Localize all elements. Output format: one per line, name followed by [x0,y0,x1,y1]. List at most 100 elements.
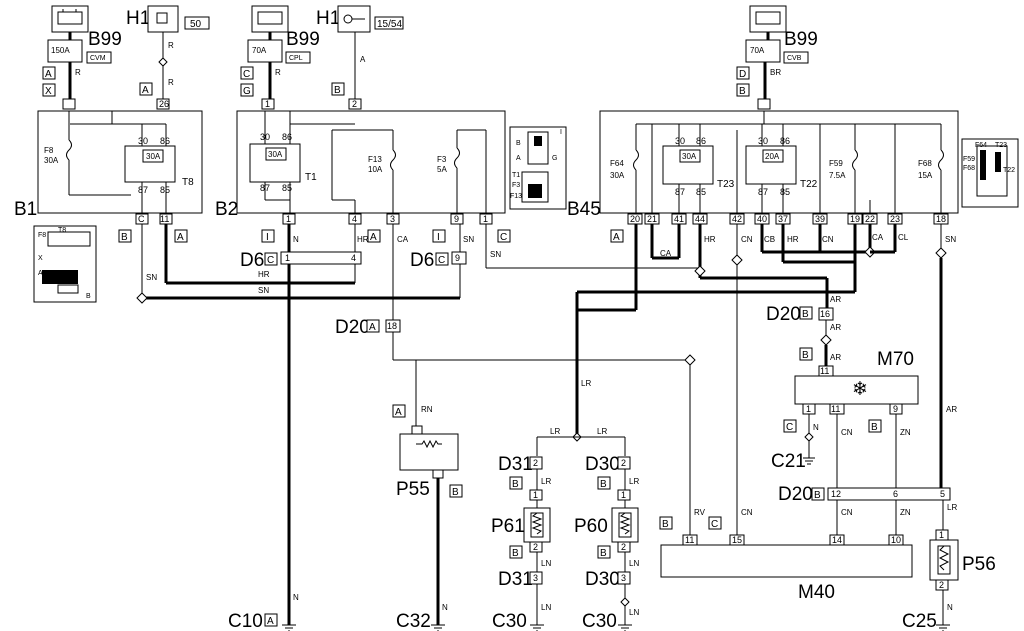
svg-text:26: 26 [159,99,169,109]
svg-text:LR: LR [629,477,639,486]
svg-text:CN: CN [741,508,753,517]
svg-text:3: 3 [390,214,395,224]
ground-icon [282,624,296,631]
fuse-box-b99-1 [47,39,83,63]
component-label: P56 [962,554,996,575]
svg-text:86: 86 [696,136,706,146]
component-label: D20 [778,484,813,505]
svg-text:3: 3 [533,573,538,583]
svg-text:SN: SN [490,250,501,259]
svg-text:B: B [802,350,809,361]
svg-text:HR: HR [787,235,799,244]
svg-text:F64: F64 [975,142,987,149]
svg-text:F13: F13 [368,155,382,164]
svg-text:A: A [38,270,43,277]
svg-text:RN: RN [421,405,433,414]
svg-text:5: 5 [940,489,945,499]
svg-text:44: 44 [695,214,705,224]
svg-text:B: B [662,519,669,530]
svg-text:R: R [275,68,281,77]
svg-text:1: 1 [483,214,488,224]
svg-text:LR: LR [541,477,551,486]
component-label: B2 [215,199,238,220]
svg-text:20A: 20A [765,152,780,161]
svg-text:6: 6 [893,489,898,499]
svg-text:RV: RV [694,508,706,517]
component-label: D20 [766,304,801,325]
component-label: D6 [240,250,264,271]
svg-text:87: 87 [675,187,685,197]
svg-text:B: B [600,479,607,490]
svg-text:ZN: ZN [900,428,911,437]
svg-text:18: 18 [387,321,397,331]
svg-text:20: 20 [630,214,640,224]
component-label: M40 [798,582,835,603]
control-unit-m40 [660,544,913,578]
svg-text:86: 86 [160,136,170,146]
svg-text:B: B [739,86,746,97]
svg-text:B: B [871,422,878,433]
svg-text:A: A [369,322,376,333]
sensor-p55 [399,433,459,471]
svg-text:CB: CB [764,235,775,244]
svg-text:40: 40 [757,214,767,224]
component-label: B1 [14,199,37,220]
svg-text:15: 15 [732,535,742,545]
component-label: P60 [574,516,608,537]
svg-text:F3: F3 [437,155,447,164]
svg-text:15A: 15A [918,171,933,180]
svg-text:I: I [560,129,562,136]
svg-text:F68: F68 [918,159,932,168]
svg-text:B: B [512,548,519,559]
svg-text:B: B [802,309,809,320]
svg-text:3: 3 [621,573,626,583]
svg-text:R: R [168,78,174,87]
svg-text:10A: 10A [368,165,383,174]
svg-text:F8: F8 [44,146,54,155]
connector-location-map: F8 T8 X A B [33,225,97,303]
connector-location-map: F64 T23 F59 F68 T22 [961,138,1019,208]
snowflake-icon: ❄ [852,379,868,400]
svg-text:F59: F59 [963,156,975,163]
svg-text:LN: LN [629,608,639,617]
component-label: D6 [410,250,434,271]
svg-text:70A: 70A [750,46,765,55]
svg-text:T23: T23 [995,142,1007,149]
svg-text:R: R [168,41,174,50]
svg-text:A: A [142,85,149,96]
component-label: D31 [498,569,533,590]
component-label: B99 [784,29,818,50]
svg-text:37: 37 [778,214,788,224]
svg-text:N: N [442,603,448,612]
svg-text:1: 1 [286,214,291,224]
svg-text:14: 14 [832,535,842,545]
svg-text:1: 1 [265,99,270,109]
svg-text:11: 11 [820,366,829,376]
svg-text:C: C [138,214,145,224]
ground-icon [618,624,632,631]
svg-text:30A: 30A [682,152,697,161]
svg-text:85: 85 [780,187,790,197]
svg-text:23: 23 [890,214,900,224]
svg-text:CN: CN [841,428,853,437]
ground-icon [431,624,445,631]
svg-text:11: 11 [685,535,694,545]
battery-icon [51,5,89,33]
svg-text:LR: LR [947,503,957,512]
svg-text:N: N [813,423,819,432]
svg-text:87: 87 [758,187,768,197]
svg-text:SN: SN [945,235,956,244]
svg-text:2: 2 [939,580,944,590]
svg-text:C: C [267,255,274,266]
svg-text:F13: F13 [510,193,522,200]
svg-text:10: 10 [891,535,901,545]
b45-pin-row: 20 21 41 44 42 40 37 39 19 22 23 18 [627,213,949,225]
svg-text:R: R [75,68,81,77]
svg-text:7.5A: 7.5A [829,171,846,180]
svg-text:I: I [437,232,440,243]
svg-text:50: 50 [190,19,202,30]
component-label: D20 [335,317,370,338]
svg-text:12: 12 [831,489,841,499]
svg-text:C: C [438,255,445,266]
svg-text:T1: T1 [305,172,317,183]
